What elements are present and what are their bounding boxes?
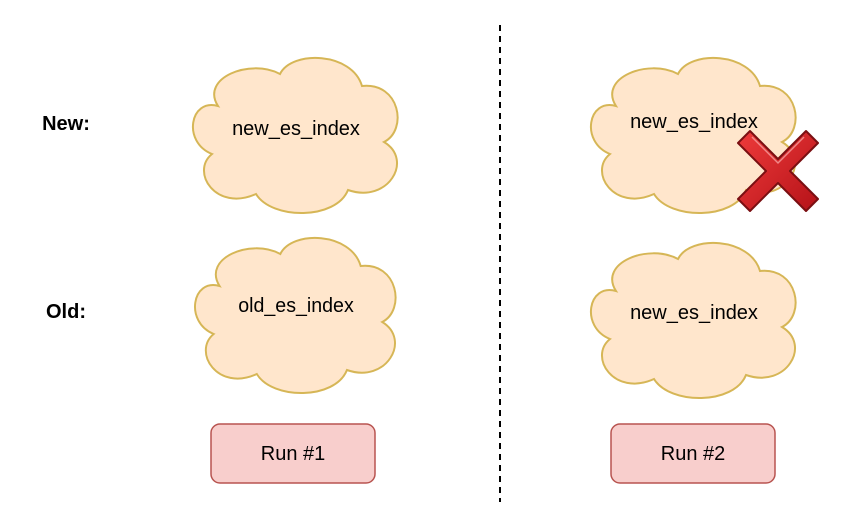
run1-label: Run #1: [261, 443, 326, 465]
run2-old-index-label: new_es_index: [630, 302, 758, 324]
run1-new-cloud: new_es_index: [191, 56, 399, 215]
run2-new-index-label: new_es_index: [630, 111, 758, 133]
run2-label-box: Run #2: [610, 423, 776, 484]
run2-new-cloud: new_es_index: [589, 56, 797, 215]
row-label-new: New:: [42, 113, 90, 135]
run1-old-index-label: old_es_index: [238, 295, 354, 317]
run2-label: Run #2: [661, 443, 726, 465]
red-x-cross-icon: [737, 130, 819, 212]
run1-old-cloud: old_es_index: [193, 236, 397, 395]
run2-old-cloud: new_es_index: [589, 241, 797, 400]
run1-new-index-label: new_es_index: [232, 118, 360, 140]
run1-label-box: Run #1: [210, 423, 376, 484]
row-label-old: Old:: [46, 301, 86, 323]
